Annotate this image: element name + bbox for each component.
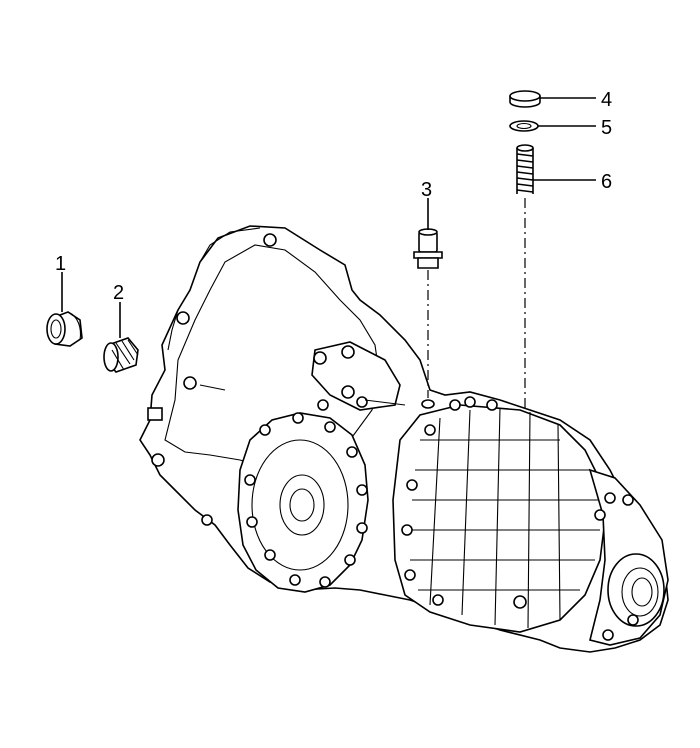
spring-part xyxy=(516,144,534,194)
pin-bolt-part xyxy=(413,228,443,269)
output-extension xyxy=(588,468,669,646)
callout-2: 2 xyxy=(113,282,124,304)
needle-bearing-part xyxy=(103,337,139,373)
front-cover xyxy=(237,412,369,593)
callout-5: 5 xyxy=(601,117,612,139)
washer-part xyxy=(509,120,539,132)
transmission-housing xyxy=(139,225,669,653)
callout-4: 4 xyxy=(601,89,612,111)
gearbox-case xyxy=(392,396,606,633)
bearing-ring-part xyxy=(46,311,83,347)
callout-6: 6 xyxy=(601,171,612,193)
callout-1: 1 xyxy=(55,253,66,275)
cap-part xyxy=(509,90,541,108)
callout-3: 3 xyxy=(421,179,432,201)
